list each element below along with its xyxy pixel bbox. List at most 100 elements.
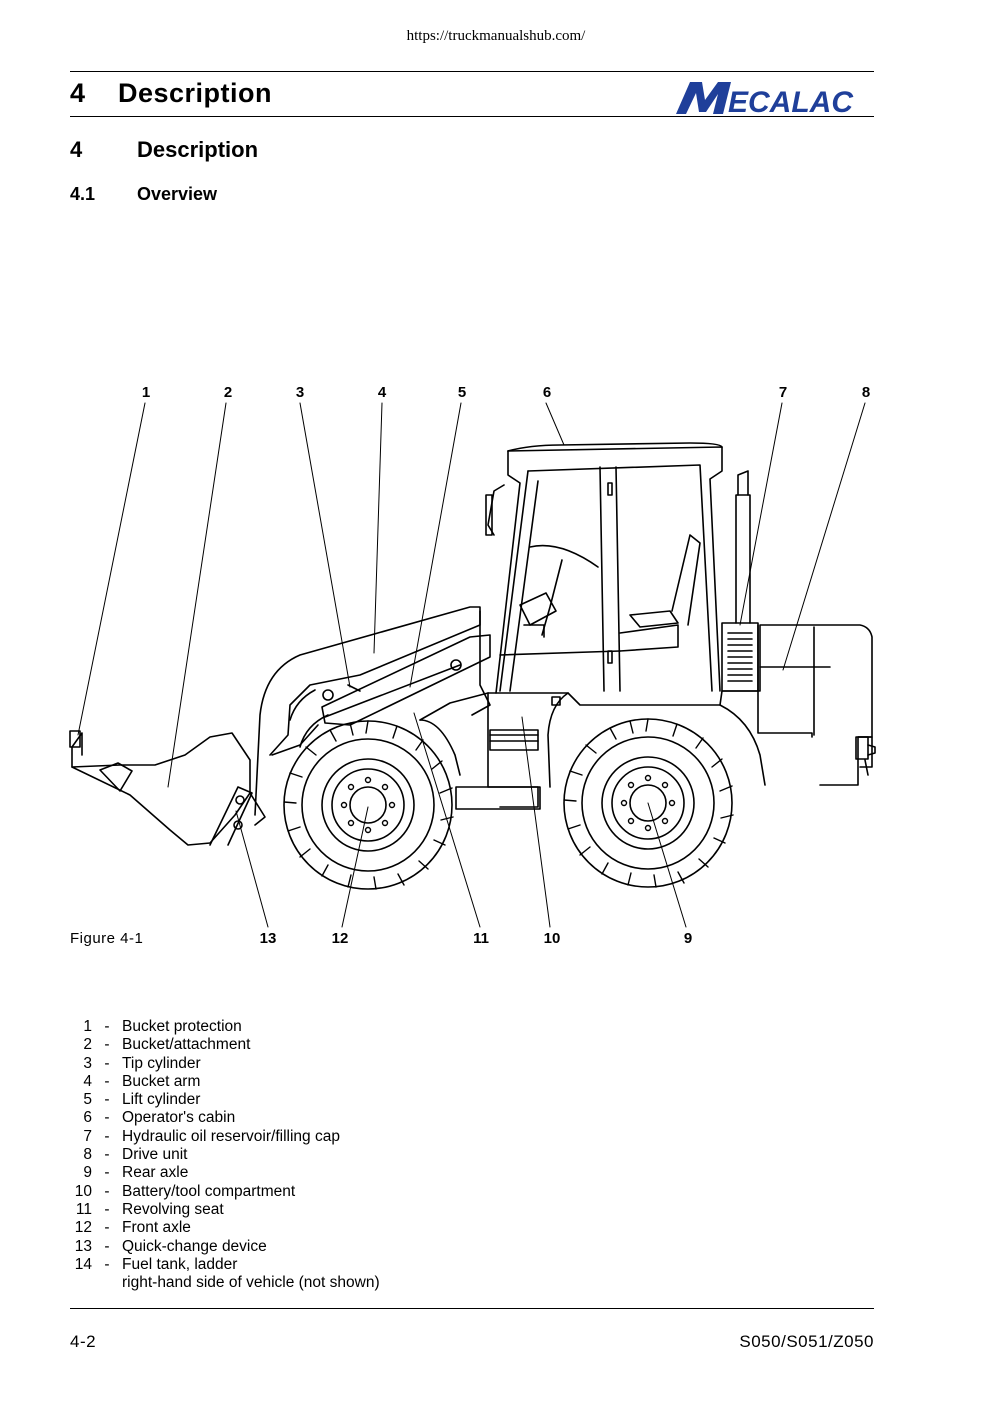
legend-item: 1-Bucket protection xyxy=(70,1018,380,1036)
heading-description-title: Description xyxy=(137,137,259,162)
legend-dash: - xyxy=(104,1237,110,1255)
legend-text: Rear axle xyxy=(122,1164,189,1182)
chassis xyxy=(419,470,876,810)
legend-text: Bucket arm xyxy=(122,1072,201,1090)
callout-8: 8 xyxy=(862,384,870,401)
legend-number: 7 xyxy=(83,1127,92,1145)
legend-number: 3 xyxy=(83,1054,92,1072)
bucket xyxy=(69,730,266,846)
callout-12: 12 xyxy=(332,930,349,947)
legend-item: 12-Front axle xyxy=(70,1219,380,1237)
legend-text: Bucket protection xyxy=(122,1018,242,1035)
mecalac-logo: ECALAC xyxy=(676,82,854,119)
legend-number: 6 xyxy=(83,1109,92,1127)
legend-dash: - xyxy=(104,1109,110,1127)
callout-2: 2 xyxy=(224,384,232,401)
operator-cabin xyxy=(485,442,723,694)
legend-dash: - xyxy=(104,1072,110,1090)
front-wheel xyxy=(283,720,454,890)
legend-number: 10 xyxy=(74,1182,92,1200)
legend-item: 5-Lift cylinder xyxy=(70,1091,380,1109)
legend-dash xyxy=(92,1274,122,1292)
legend-text: Drive unit xyxy=(122,1146,188,1164)
callout-10: 10 xyxy=(544,930,561,947)
svg-text:ECALAC: ECALAC xyxy=(728,86,854,119)
legend-item: 3-Tip cylinder xyxy=(70,1055,380,1073)
header-section-title: Description xyxy=(118,78,273,108)
legend-item: 4-Bucket arm xyxy=(70,1073,380,1091)
callout-9: 9 xyxy=(684,930,692,947)
legend-number: 5 xyxy=(83,1091,92,1109)
callout-5: 5 xyxy=(458,384,466,401)
legend-dash: - xyxy=(104,1219,110,1237)
rear-tire-tread xyxy=(563,718,734,888)
legend-number: 1 xyxy=(83,1018,92,1035)
legend-number: 2 xyxy=(83,1036,92,1054)
wheel-loader-figure: 1 2 3 4 5 6 7 8 13 12 11 10 9 xyxy=(69,384,876,947)
legend-text: Battery/tool compartment xyxy=(122,1182,296,1200)
header-section-number: 4 xyxy=(70,78,86,108)
legend-item: 6-Operator's cabin xyxy=(70,1109,380,1127)
legend-item: 7-Hydraulic oil reservoir/filling cap xyxy=(70,1128,380,1146)
header-top-rule xyxy=(70,71,874,72)
legend-number: 11 xyxy=(75,1200,92,1218)
leader-lines xyxy=(77,402,866,928)
heading-description: 4 Description xyxy=(70,137,258,163)
legend-item: 14-Fuel tank, ladder xyxy=(70,1256,380,1274)
legend-dash: - xyxy=(104,1182,110,1200)
legend-number: 12 xyxy=(74,1219,92,1237)
legend-number: 9 xyxy=(83,1164,92,1182)
legend-dash: - xyxy=(104,1018,110,1035)
legend-text: right-hand side of vehicle (not shown) xyxy=(122,1274,380,1292)
legend-number: 14 xyxy=(74,1255,92,1273)
callout-6: 6 xyxy=(543,384,551,401)
legend-text: Operator's cabin xyxy=(122,1109,236,1127)
legend-text: Tip cylinder xyxy=(122,1054,201,1072)
legend-dash: - xyxy=(104,1054,110,1072)
legend-dash: - xyxy=(104,1200,110,1218)
heading-overview-number: 4.1 xyxy=(70,184,96,204)
rear-wheel xyxy=(563,718,734,888)
legend-item: 9-Rear axle xyxy=(70,1164,380,1182)
callout-1: 1 xyxy=(142,384,150,401)
legend-number xyxy=(70,1274,92,1292)
legend-dash: - xyxy=(104,1091,110,1109)
source-url[interactable]: https://truckmanualshub.com/ xyxy=(406,28,586,44)
front-tire-tread xyxy=(283,720,454,890)
legend-text: Bucket/attachment xyxy=(122,1036,251,1054)
legend-dash: - xyxy=(104,1164,110,1182)
legend-text: Quick-change device xyxy=(122,1237,267,1255)
legend-dash: - xyxy=(104,1255,110,1273)
legend-item: 13-Quick-change device xyxy=(70,1238,380,1256)
legend-item-continuation: right-hand side of vehicle (not shown) xyxy=(70,1274,380,1292)
legend-dash: - xyxy=(104,1127,110,1145)
legend-list: 1-Bucket protection 2-Bucket/attachment … xyxy=(70,1018,380,1292)
legend-text: Fuel tank, ladder xyxy=(122,1255,238,1273)
callout-7: 7 xyxy=(779,384,787,401)
callout-4: 4 xyxy=(378,384,387,401)
callout-13: 13 xyxy=(260,930,277,947)
loader-arm xyxy=(254,606,491,816)
heading-overview-title: Overview xyxy=(137,184,218,204)
header-title: 4 Description xyxy=(70,78,272,109)
heading-description-number: 4 xyxy=(70,137,83,162)
legend-item: 11-Revolving seat xyxy=(70,1201,380,1219)
legend-item: 10-Battery/tool compartment xyxy=(70,1183,380,1201)
figure-caption: Figure 4-1 xyxy=(70,930,144,947)
legend-dash: - xyxy=(104,1146,110,1164)
legend-text: Front axle xyxy=(122,1219,191,1237)
legend-item: 2-Bucket/attachment xyxy=(70,1036,380,1054)
callout-3: 3 xyxy=(296,384,304,401)
header-bottom-rule xyxy=(70,116,874,117)
legend-text: Hydraulic oil reservoir/filling cap xyxy=(122,1127,340,1145)
model-number: S050/S051/Z050 xyxy=(739,1332,874,1351)
legend-text: Lift cylinder xyxy=(122,1091,201,1109)
legend-dash: - xyxy=(104,1036,110,1054)
legend-item: 8-Drive unit xyxy=(70,1146,380,1164)
legend-text: Revolving seat xyxy=(122,1200,224,1218)
heading-overview: 4.1 Overview xyxy=(70,184,217,205)
callout-11: 11 xyxy=(473,930,489,947)
legend-number: 13 xyxy=(74,1237,92,1255)
footer-rule xyxy=(70,1308,874,1309)
legend-number: 8 xyxy=(83,1146,92,1164)
